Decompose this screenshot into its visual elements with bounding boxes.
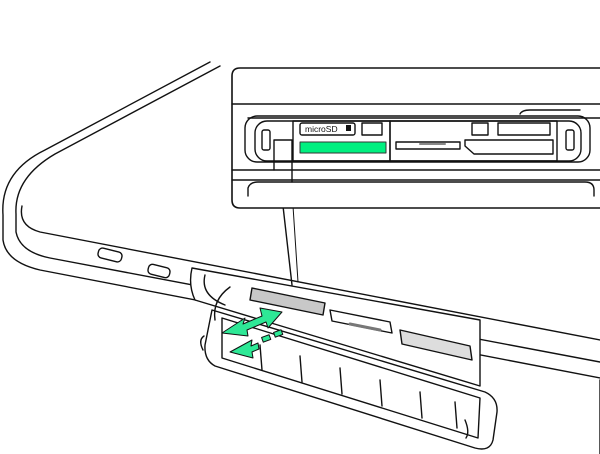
microsd-slot-highlight	[299, 141, 387, 154]
callout-box: microSD	[231, 67, 600, 209]
callout-leader-line	[282, 205, 293, 286]
card-slot-opening	[189, 267, 481, 387]
device-body	[2, 61, 600, 454]
side-ports	[97, 247, 171, 279]
microsd-slot-label: microSD	[305, 124, 338, 134]
sd-card-icon	[346, 125, 351, 131]
card-tray	[200, 286, 498, 450]
double-arrow-icon	[221, 307, 283, 337]
dashed-arrow-icon	[229, 339, 260, 359]
insert-remove-arrows	[221, 307, 284, 359]
